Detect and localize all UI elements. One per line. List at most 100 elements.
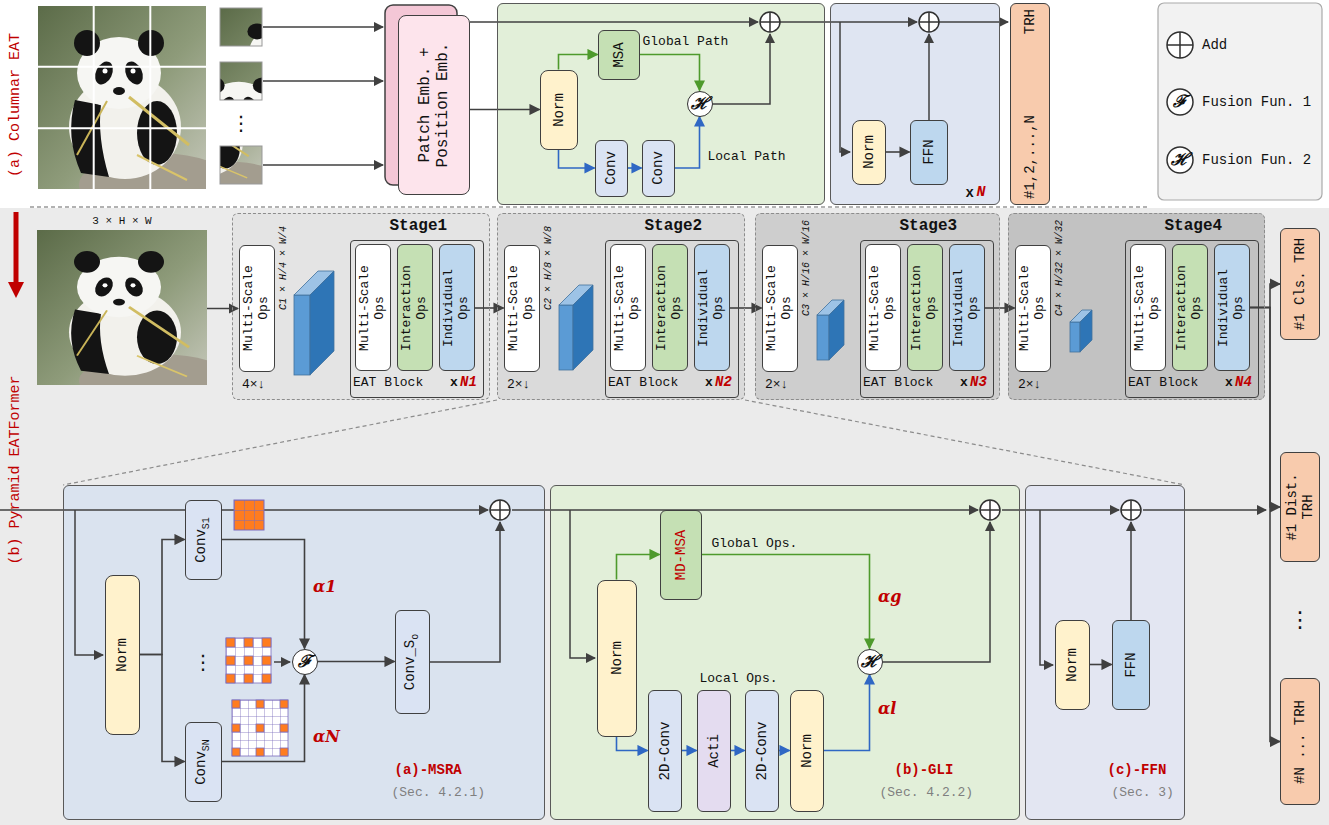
drawing-g <box>760 12 939 32</box>
rotated-text: Norm <box>550 76 566 144</box>
text-label: SN <box>201 739 212 751</box>
label-holder: ⋮ <box>193 651 213 674</box>
note-label: ⋮ <box>1289 607 1311 632</box>
legend-entry: Fusion Fun. 1 <box>1202 93 1311 111</box>
note-label: 2×↓ <box>1018 377 1041 392</box>
text-holder: x <box>705 376 713 391</box>
text-label: Norm <box>860 135 876 169</box>
drawing-circle <box>980 500 1000 520</box>
text-label: Individual Ops <box>951 269 981 347</box>
text-label: #1 Cls. TRH <box>1292 238 1308 330</box>
drawing-line <box>263 80 383 82</box>
note-label: ⋮ <box>231 111 251 135</box>
text-holder: Stage1 <box>390 217 448 235</box>
panel-fill <box>755 213 1000 400</box>
drawing-circle <box>1167 32 1193 58</box>
drawing-line <box>928 34 930 120</box>
rotated-text: ConvSN <box>193 728 212 796</box>
drawing-rect <box>817 315 829 360</box>
drawing-polyline <box>430 522 500 662</box>
label-holder: ⋮ <box>1289 607 1311 632</box>
note-label: C1 × H/4 × W/4 <box>278 226 289 310</box>
msa-box: MSA <box>598 30 640 80</box>
drawing-rect <box>244 656 253 665</box>
drawing-rect <box>262 656 271 665</box>
text-label: EAT Block <box>1128 375 1198 390</box>
text-label: Conv_S <box>402 639 418 689</box>
drawing-rect <box>232 700 288 756</box>
conv-box: ConvS1 <box>185 500 222 580</box>
note-label: 2×↓ <box>507 377 530 392</box>
drawing-rect <box>220 62 262 100</box>
arrow-connector <box>222 675 305 762</box>
text-label: Conv <box>193 529 209 563</box>
arrow-connector <box>1090 664 1112 666</box>
drawing-line <box>263 164 383 166</box>
arrow-connector <box>730 307 762 309</box>
text-label: 2D-Conv <box>656 721 672 780</box>
drawing-line <box>1143 509 1266 511</box>
legend-entry: Add <box>1202 36 1227 54</box>
text-label: EAT Block <box>608 375 678 390</box>
text-holder: EAT Block <box>863 376 933 391</box>
drawing-line <box>928 12 930 32</box>
drawing-circle <box>760 12 780 32</box>
downsample-box: Multi-Scale Ops <box>762 245 798 372</box>
drawing-rect <box>232 700 288 756</box>
arrow-connector <box>886 151 910 153</box>
fusion-circle: ℋ <box>687 91 713 117</box>
text-label: (c)-FFN <box>1108 762 1167 778</box>
text-holder: Stage3 <box>900 217 958 235</box>
text-label: Multi-Scale Ops <box>241 265 271 351</box>
panel-fill <box>232 213 490 400</box>
rotated-text: MD-MSA <box>672 516 688 594</box>
drawing-line <box>263 26 383 28</box>
text-holder: N4 <box>1235 374 1252 391</box>
text-label: TRH <box>1022 9 1038 34</box>
arrow-connector <box>318 661 395 663</box>
arrow-connector <box>824 675 870 751</box>
stage-panel: Stage2Multi-Scale OpsEAT BlockxN2Multi-S… <box>497 213 745 400</box>
text-label: Conv <box>603 151 619 185</box>
individual-box: Individual Ops <box>949 244 985 371</box>
text-label: Individual Ops <box>441 269 471 347</box>
drawing-rect <box>226 674 235 683</box>
md-msa-box: MD-MSA <box>660 510 702 600</box>
text-holder: (a)-MSRA <box>395 762 462 778</box>
conv-box: ConvSN <box>185 722 222 802</box>
arrow-connector <box>470 109 540 111</box>
panel-fill <box>1008 213 1265 400</box>
drawing-rect <box>37 5 207 190</box>
drawing-g <box>220 8 262 184</box>
rotated-text: Multi-Scale Ops <box>1133 260 1163 356</box>
drawing-polygon <box>1080 310 1092 352</box>
text-holder: EAT Block <box>353 376 423 391</box>
norm-box: Norm <box>597 580 637 737</box>
drawing-g <box>1167 32 1193 173</box>
rotated-text: #N ... TRH <box>1292 684 1308 799</box>
rotated-text: Multi-Scale Ops <box>358 260 388 356</box>
text-holder: EAT Block <box>608 376 678 391</box>
label-holder: C3 × H/16 × W/16 <box>797 220 813 316</box>
note-label: (b) Pyramid EATFormer <box>7 375 24 564</box>
text-label: MD-MSA <box>672 529 688 579</box>
rotated-text: Multi-Scale Ops <box>613 260 643 356</box>
drawing-rect <box>226 638 235 647</box>
drawing-g <box>263 27 383 165</box>
drawing-g <box>37 5 207 190</box>
text-label: Patch Emb. + Position Emb. <box>416 43 452 168</box>
drawing-polygon <box>829 300 844 360</box>
text-label: (a)-MSRA <box>395 762 462 778</box>
rotated-text: Interaction Ops <box>655 260 685 356</box>
note-label: αg <box>878 587 902 606</box>
text-label: Local Path <box>708 149 786 164</box>
rotated-text: Individual Ops <box>442 260 472 356</box>
norm-box: Norm <box>1055 620 1090 710</box>
drawing-line <box>470 21 758 23</box>
text-label: Norm <box>550 93 566 127</box>
text-label: N3 <box>970 374 987 390</box>
drawing-rect <box>294 295 310 375</box>
downsample-box: Multi-Scale Ops <box>239 245 275 372</box>
eat-block: EAT BlockxN3Multi-Scale OpsInteraction O… <box>860 240 994 398</box>
text-label: Norm <box>798 734 814 768</box>
